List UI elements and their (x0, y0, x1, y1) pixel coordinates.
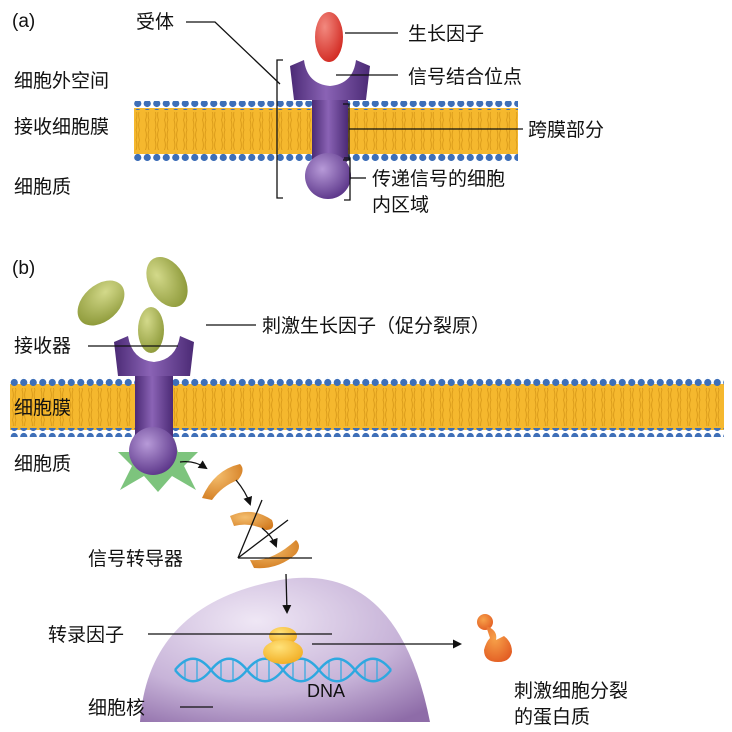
transcription-factor-icon (263, 627, 303, 664)
cytoplasm-a-label: 细胞质 (14, 176, 71, 198)
transducer-icon (230, 511, 274, 530)
panel-b-tag: (b) (12, 258, 35, 279)
membrane-b-label: 细胞膜 (14, 397, 71, 419)
mitogen-label: 刺激生长因子（促分裂原） (262, 315, 490, 337)
mitogen-icon (146, 256, 188, 308)
receptor-bracket (276, 59, 283, 199)
cytoplasm-b-label: 细胞质 (14, 453, 71, 475)
receptor-label: 受体 (136, 11, 174, 33)
arrow-1 (179, 460, 208, 470)
receiving-membrane-label: 接收细胞膜 (14, 116, 109, 138)
receptor-leader (186, 21, 281, 85)
growth-factor-label: 生长因子 (408, 23, 484, 45)
transducer-icon (202, 464, 243, 500)
binding-site-label: 信号结合位点 (408, 66, 522, 88)
transducer-label: 信号转导器 (88, 548, 183, 570)
arrow-4 (282, 573, 292, 614)
transmembrane-label: 跨膜部分 (528, 119, 604, 141)
membrane-b (10, 377, 724, 437)
protein-label-line2: 的蛋白质 (514, 706, 590, 728)
transducer-leader (237, 519, 289, 559)
transducer-icon (250, 540, 299, 569)
receptor-a (290, 60, 370, 199)
protein-product-icon (477, 614, 512, 662)
protein-label-line1: 刺激细胞分裂 (514, 680, 628, 702)
intracellular-label-line2: 内区域 (372, 194, 429, 216)
dna-label: DNA (307, 681, 345, 701)
intracellular-label-line1: 传递信号的细胞 (372, 168, 505, 190)
transcription-factor-label: 转录因子 (48, 624, 124, 646)
dna-helix (174, 657, 392, 683)
panel-a: (a) 受体 生长因子 细胞外空间 信号结合位点 接收细胞膜 (12, 11, 604, 216)
nucleus-label: 细胞核 (88, 697, 145, 719)
transducer-leader (237, 499, 263, 559)
arrow-3 (261, 527, 278, 548)
growth-factor-icon (315, 12, 343, 62)
transmembrane-bracket (343, 103, 350, 161)
receptor-b (114, 336, 194, 475)
intracellular-bracket (344, 157, 351, 201)
panel-b: (b) (10, 256, 724, 728)
extracellular-label: 细胞外空间 (14, 70, 109, 92)
receptor-b-label: 接收器 (14, 335, 71, 357)
arrow-2 (235, 479, 253, 506)
mitogen-icon (77, 280, 125, 326)
panel-a-tag: (a) (12, 11, 35, 32)
mitogen-bound-icon (138, 307, 164, 353)
